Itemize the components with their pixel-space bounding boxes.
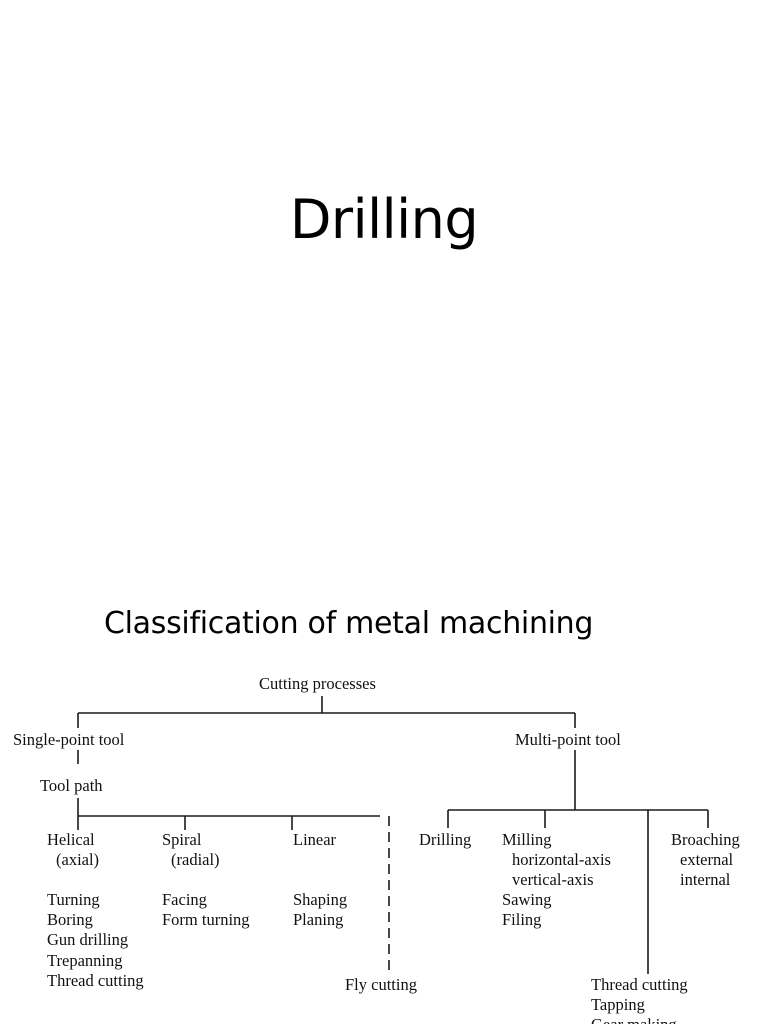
broaching-sub: internal [680, 870, 731, 889]
milling-sub: vertical-axis [512, 870, 594, 889]
helical-op: Gun drilling [47, 930, 129, 949]
fly-cutting-label: Fly cutting [345, 975, 417, 994]
connector-lines [77, 696, 709, 974]
linear-op: Planing [293, 910, 344, 929]
broaching-label: Broaching [671, 830, 740, 849]
broaching-sub: external [680, 850, 734, 869]
root-label: Cutting processes [259, 674, 376, 693]
helical-op: Thread cutting [47, 971, 144, 990]
helical-label: Helical [47, 830, 95, 849]
slide-title: Drilling [289, 188, 479, 251]
helical-op: Boring [47, 910, 93, 929]
milling-op: Sawing [502, 890, 552, 909]
helical-op: Trepanning [47, 951, 123, 970]
drilling-label: Drilling [419, 830, 472, 849]
tool-path-label: Tool path [40, 776, 103, 795]
spiral-sub: (radial) [171, 850, 220, 869]
single-point-label: Single-point tool [13, 730, 125, 749]
milling-op: Filing [502, 910, 542, 929]
milling-sub: horizontal-axis [512, 850, 611, 869]
spiral-label: Spiral [162, 830, 202, 849]
linear-label: Linear [293, 830, 337, 849]
multi-point-label: Multi-point tool [515, 730, 621, 749]
milling-label: Milling [502, 830, 552, 849]
spiral-op: Facing [162, 890, 207, 909]
thread-op: Thread cutting [591, 975, 688, 994]
helical-sub: (axial) [56, 850, 100, 869]
spiral-op: Form turning [162, 910, 250, 929]
slide-2: Classification of metal machining Cuttin… [0, 576, 768, 1024]
thread-op: Gear making [591, 1015, 677, 1024]
slide-1: Drilling [289, 188, 479, 251]
helical-op: Turning [47, 890, 100, 909]
thread-op: Tapping [591, 995, 645, 1014]
slide-heading: Classification of metal machining [104, 606, 594, 641]
linear-op: Shaping [293, 890, 348, 909]
